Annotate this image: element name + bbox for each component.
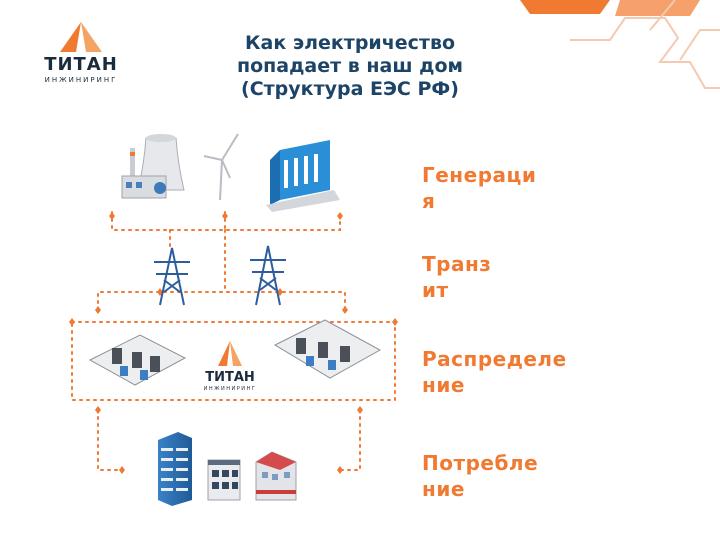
substation-icon — [273, 319, 382, 379]
house-building-icon — [255, 451, 297, 501]
wind-turbine-icon — [203, 133, 239, 201]
triangle-logo-icon — [60, 22, 102, 52]
apartment-building-icon — [207, 459, 241, 501]
logo-subtitle: ИНЖИНИРИНГ — [44, 76, 118, 84]
tall-building-icon — [158, 432, 192, 506]
level-distribution-label: Распределение — [422, 347, 567, 397]
decorative-corner-shapes — [520, 0, 720, 89]
center-logo: ТИТАН ИНЖИНИРИНГ — [200, 340, 260, 392]
level-transit-label: Транзит — [422, 252, 492, 302]
power-plant-icon — [121, 134, 185, 199]
hydro-plant-icon — [266, 140, 340, 212]
connector-dots — [69, 212, 398, 474]
level-consumption-label: Потребление — [422, 451, 539, 501]
transmission-tower-icon — [250, 245, 286, 306]
triangle-logo-icon — [218, 341, 242, 366]
center-logo-subtitle: ИНЖИНИРИНГ — [203, 386, 257, 392]
substation-icon — [88, 334, 187, 386]
logo-name: ТИТАН — [44, 54, 118, 75]
company-logo: ТИТАН ИНЖИНИРИНГ — [36, 20, 126, 90]
level-generation-label: Генерация — [422, 163, 537, 213]
center-logo-name: ТИТАН — [205, 370, 255, 385]
transmission-tower-icon — [154, 247, 190, 306]
page-title: Как электричество попадает в наш дом (Ст… — [236, 32, 464, 100]
